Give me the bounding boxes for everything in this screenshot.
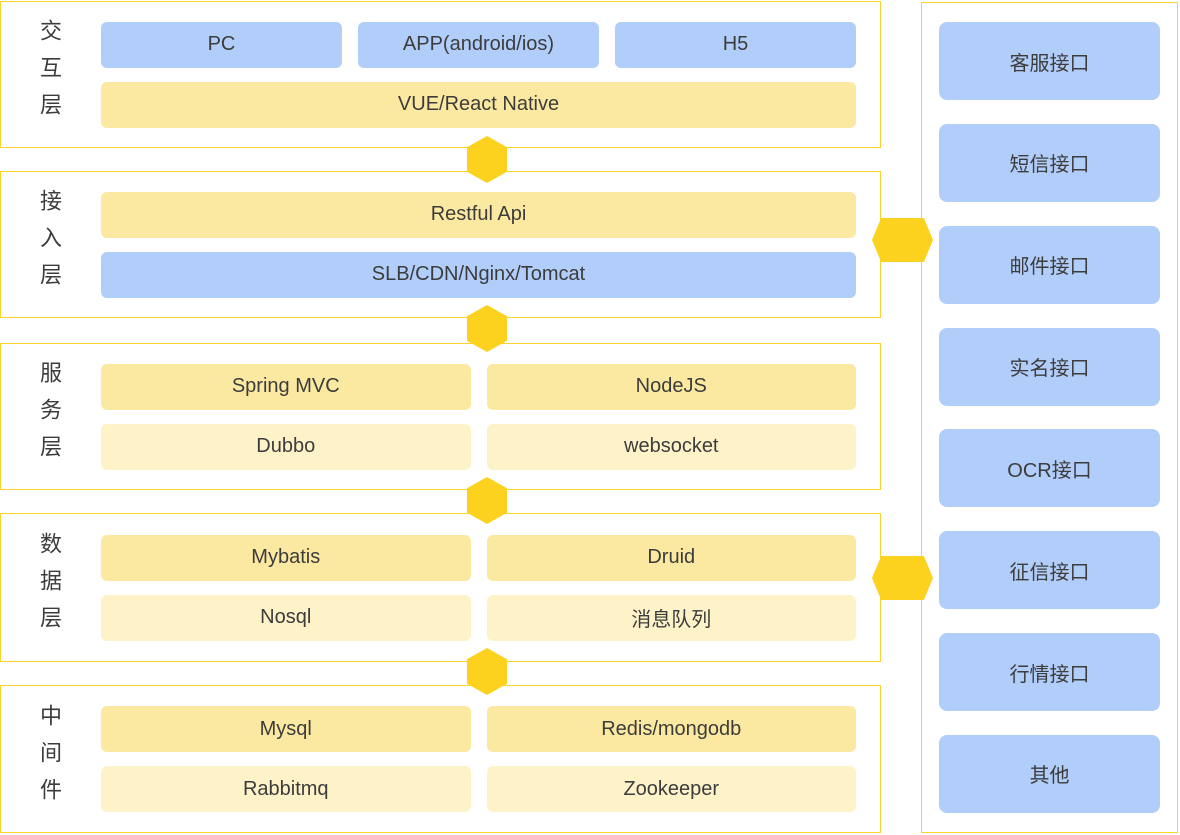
layer-content-service: Spring MVC NodeJS Dubbo websocket (101, 344, 856, 489)
box-druid: Druid (486, 534, 856, 581)
box-slb-cdn-nginx-tomcat: SLB/CDN/Nginx/Tomcat (101, 251, 856, 298)
flow-down-connector-icon (467, 305, 507, 352)
row: SLB/CDN/Nginx/Tomcat (101, 251, 856, 298)
layer-label-data: 数据层 (1, 514, 97, 661)
row: Mybatis Druid (101, 534, 856, 581)
panel-item-real-name: 实名接口 (939, 327, 1160, 406)
layer-label-text: 数据层 (37, 532, 62, 643)
row: Restful Api (101, 191, 856, 238)
flow-down-connector-icon (467, 477, 507, 524)
layer-section-middleware: 中间件 Mysql Redis/mongodb Rabbitmq Zookeep… (0, 685, 881, 833)
layer-section-access: 接入层 Restful Api SLB/CDN/Nginx/Tomcat (0, 171, 881, 318)
row: Rabbitmq Zookeeper (101, 766, 856, 812)
box-mysql: Mysql (101, 706, 471, 752)
layer-label-text: 中间件 (37, 703, 62, 815)
panel-item-sms: 短信接口 (939, 123, 1160, 202)
external-interface-panel: 客服接口 短信接口 邮件接口 实名接口 OCR接口 征信接口 行情接口 其他 (921, 2, 1178, 833)
box-message-queue: 消息队列 (486, 594, 856, 641)
box-websocket: websocket (486, 423, 856, 470)
box-h5: H5 (615, 21, 856, 68)
row: Nosql 消息队列 (101, 594, 856, 641)
flow-right-connector-icon (872, 556, 933, 600)
layer-label-access: 接入层 (1, 172, 97, 317)
panel-item-market: 行情接口 (939, 633, 1160, 712)
box-nodejs: NodeJS (486, 363, 856, 410)
flow-down-connector-icon (467, 136, 507, 183)
layer-label-service: 服务层 (1, 344, 97, 489)
layer-section-service: 服务层 Spring MVC NodeJS Dubbo websocket (0, 343, 881, 490)
row: Dubbo websocket (101, 423, 856, 470)
row: Mysql Redis/mongodb (101, 706, 856, 752)
box-app-android-ios: APP(android/ios) (358, 21, 599, 68)
panel-item-ocr: OCR接口 (939, 429, 1160, 508)
panel-item-email: 邮件接口 (939, 225, 1160, 304)
layer-section-data: 数据层 Mybatis Druid Nosql 消息队列 (0, 513, 881, 662)
box-spring-mvc: Spring MVC (101, 363, 471, 410)
layer-content-interaction: PC APP(android/ios) H5 VUE/React Native (101, 2, 856, 147)
box-mybatis: Mybatis (101, 534, 471, 581)
panel-item-customer-service: 客服接口 (939, 22, 1160, 100)
panel-item-credit: 征信接口 (939, 531, 1160, 610)
panel-item-other: 其他 (939, 734, 1160, 813)
box-nosql: Nosql (101, 594, 471, 641)
layer-content-access: Restful Api SLB/CDN/Nginx/Tomcat (101, 172, 856, 317)
layer-label-text: 服务层 (37, 361, 62, 472)
layer-label-text: 交互层 (37, 19, 62, 130)
row: Spring MVC NodeJS (101, 363, 856, 410)
flow-down-connector-icon (467, 648, 507, 695)
layer-section-interaction: 交互层 PC APP(android/ios) H5 VUE/React Nat… (0, 1, 881, 148)
row: PC APP(android/ios) H5 (101, 21, 856, 68)
box-pc: PC (101, 21, 342, 68)
layer-content-data: Mybatis Druid Nosql 消息队列 (101, 514, 856, 661)
box-redis-mongodb: Redis/mongodb (486, 706, 856, 752)
layer-content-middleware: Mysql Redis/mongodb Rabbitmq Zookeeper (101, 686, 856, 832)
box-restful-api: Restful Api (101, 191, 856, 238)
box-vue-react-native: VUE/React Native (101, 81, 856, 128)
row: VUE/React Native (101, 81, 856, 128)
layer-label-interaction: 交互层 (1, 2, 97, 147)
flow-right-connector-icon (872, 218, 933, 262)
box-dubbo: Dubbo (101, 423, 471, 470)
layer-label-middleware: 中间件 (1, 686, 97, 832)
layer-label-text: 接入层 (37, 189, 62, 300)
box-rabbitmq: Rabbitmq (101, 766, 471, 812)
box-zookeeper: Zookeeper (486, 766, 856, 812)
